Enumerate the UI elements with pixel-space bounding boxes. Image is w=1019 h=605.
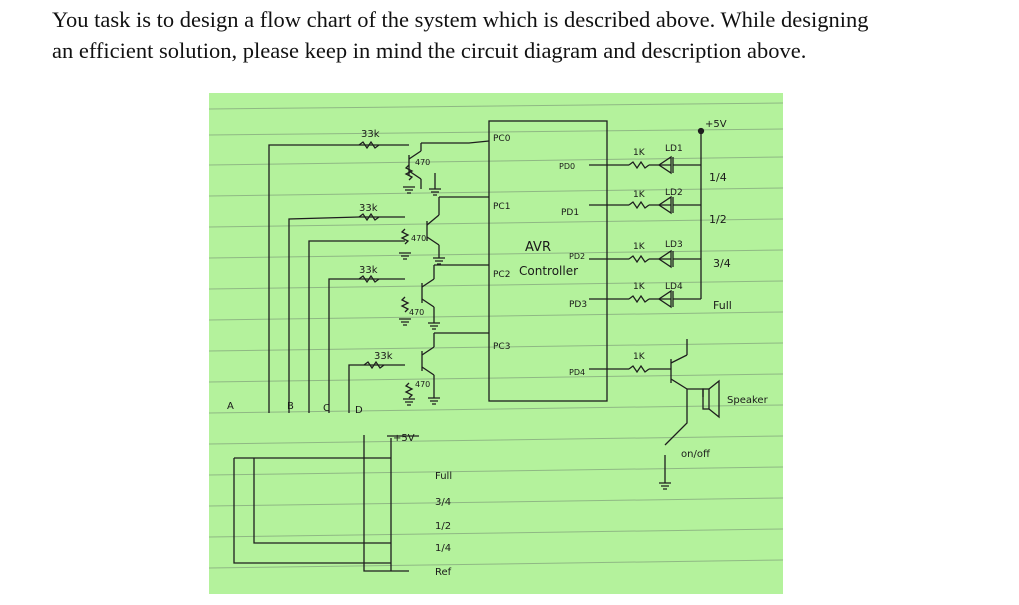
supply-label: +5V bbox=[393, 433, 415, 444]
probe-label: D bbox=[355, 405, 363, 416]
led-label: LD4 bbox=[665, 282, 683, 292]
pin-label: PD2 bbox=[569, 252, 585, 261]
supply-label: +5V bbox=[705, 119, 727, 130]
level-label: 1/2 bbox=[709, 213, 727, 226]
pin-label: PD4 bbox=[569, 368, 585, 377]
out-resistor-label: 1K bbox=[633, 352, 646, 362]
task-prompt: You task is to design a flow chart of th… bbox=[52, 4, 992, 66]
sensor-resistor-label: 33k bbox=[374, 351, 393, 362]
switch-label: on/off bbox=[681, 449, 711, 460]
prompt-line-2: an efficient solution, please keep in mi… bbox=[52, 38, 807, 63]
tank-level-label: 3/4 bbox=[435, 497, 451, 508]
tank-level-label: 1/4 bbox=[435, 543, 451, 554]
level-label: 3/4 bbox=[713, 257, 731, 270]
controller-label-line2: Controller bbox=[519, 264, 578, 278]
circuit-diagram: 33k 33k 33k 33k 470 470 470 470 PC0 PC1 … bbox=[209, 93, 783, 594]
pin-label: PC3 bbox=[493, 342, 510, 352]
sensor-resistor-label: 33k bbox=[361, 129, 380, 140]
base-resistor-label: 470 bbox=[411, 234, 426, 243]
pin-label: PD0 bbox=[559, 162, 575, 171]
pin-label: PD1 bbox=[561, 208, 579, 218]
led-label: LD3 bbox=[665, 240, 683, 250]
out-resistor-label: 1K bbox=[633, 148, 646, 158]
pin-label: PC0 bbox=[493, 134, 511, 144]
circuit-sketch: 33k 33k 33k 33k 470 470 470 470 PC0 PC1 … bbox=[209, 93, 783, 594]
circuit-labels: 33k 33k 33k 33k 470 470 470 470 PC0 PC1 … bbox=[227, 119, 769, 578]
base-resistor-label: 470 bbox=[409, 308, 424, 317]
sensor-resistor-label: 33k bbox=[359, 203, 378, 214]
sensor-resistor-label: 33k bbox=[359, 265, 378, 276]
tank-level-label: Full bbox=[435, 471, 452, 482]
base-resistor-label: 470 bbox=[415, 380, 430, 389]
tank-level-label: 1/2 bbox=[435, 521, 451, 532]
pin-label: PC1 bbox=[493, 202, 510, 212]
controller-label-line1: AVR bbox=[525, 240, 551, 255]
probe-label: A bbox=[227, 401, 234, 412]
circuit-wires bbox=[233, 120, 720, 572]
level-label: Full bbox=[713, 299, 732, 312]
led-label: LD2 bbox=[665, 188, 683, 198]
pin-label: PC2 bbox=[493, 270, 510, 280]
out-resistor-label: 1K bbox=[633, 282, 646, 292]
base-resistor-label: 470 bbox=[415, 158, 430, 167]
tank-level-label: Ref bbox=[435, 567, 452, 578]
probe-label: B bbox=[287, 401, 294, 412]
led-label: LD1 bbox=[665, 144, 683, 154]
speaker-label: Speaker bbox=[727, 395, 769, 406]
prompt-line-1: You task is to design a flow chart of th… bbox=[52, 7, 869, 32]
out-resistor-label: 1K bbox=[633, 190, 646, 200]
level-label: 1/4 bbox=[709, 171, 727, 184]
pin-label: PD3 bbox=[569, 300, 587, 310]
probe-label: C bbox=[323, 403, 330, 414]
out-resistor-label: 1K bbox=[633, 242, 646, 252]
